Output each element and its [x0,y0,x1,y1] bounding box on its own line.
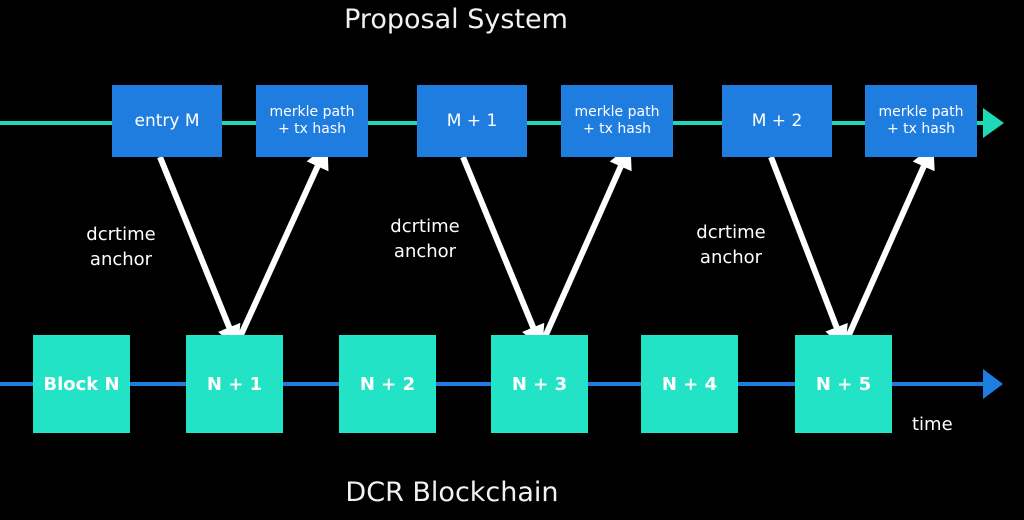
merkle-path-label: merkle path [574,104,660,120]
anchor-label-line2: anchor [699,247,763,268]
anchor-arrow-up-1 [237,144,329,339]
entry-m-label: entry M [134,111,200,131]
block-n: Block N [33,335,130,433]
proposal-system-title: Proposal System [344,4,568,35]
chain-timeline-arrowhead [983,369,1003,399]
tx-hash-label: + tx hash [582,121,652,137]
anchor-arrow-down-3 [768,155,848,350]
block-n-plus-3: N + 3 [491,335,588,433]
anchor-label-line1: dcrtime [696,222,766,243]
merkle-path-label: merkle path [878,104,964,120]
block-n-plus-1: N + 1 [186,335,283,433]
entry-m2-box: M + 2 [722,85,832,157]
anchor-label-line2: anchor [89,249,153,270]
proposal-timeline-arrowhead [983,108,1004,138]
anchor-arrow-up-3 [845,144,935,339]
anchor-label-1: dcrtime anchor [61,222,181,272]
anchor-arrow-up-2 [542,144,632,339]
anchor-label-line1: dcrtime [86,224,156,245]
merkle-path-label: merkle path [269,104,355,120]
time-axis-label: time [912,414,953,435]
entry-m1-label: M + 1 [446,111,498,131]
anchor-label-line2: anchor [393,241,457,262]
anchor-arrow-down-2 [460,155,545,350]
merkle-path-box-1: merkle path + tx hash [256,85,368,157]
entry-m1-box: M + 1 [417,85,527,157]
tx-hash-label: + tx hash [277,121,347,137]
merkle-path-box-2: merkle path + tx hash [561,85,673,157]
block-n-plus-4: N + 4 [641,335,738,433]
dcr-blockchain-title: DCR Blockchain [345,477,559,508]
block-n-plus-2: N + 2 [339,335,436,433]
anchor-label-line1: dcrtime [390,216,460,237]
tx-hash-label: + tx hash [886,121,956,137]
anchor-label-2: dcrtime anchor [365,214,485,264]
anchor-arrow-down-1 [157,155,241,350]
merkle-path-box-3: merkle path + tx hash [865,85,977,157]
anchor-label-3: dcrtime anchor [671,220,791,270]
entry-m-box: entry M [112,85,222,157]
block-n-plus-5: N + 5 [795,335,892,433]
entry-m2-label: M + 2 [751,111,803,131]
